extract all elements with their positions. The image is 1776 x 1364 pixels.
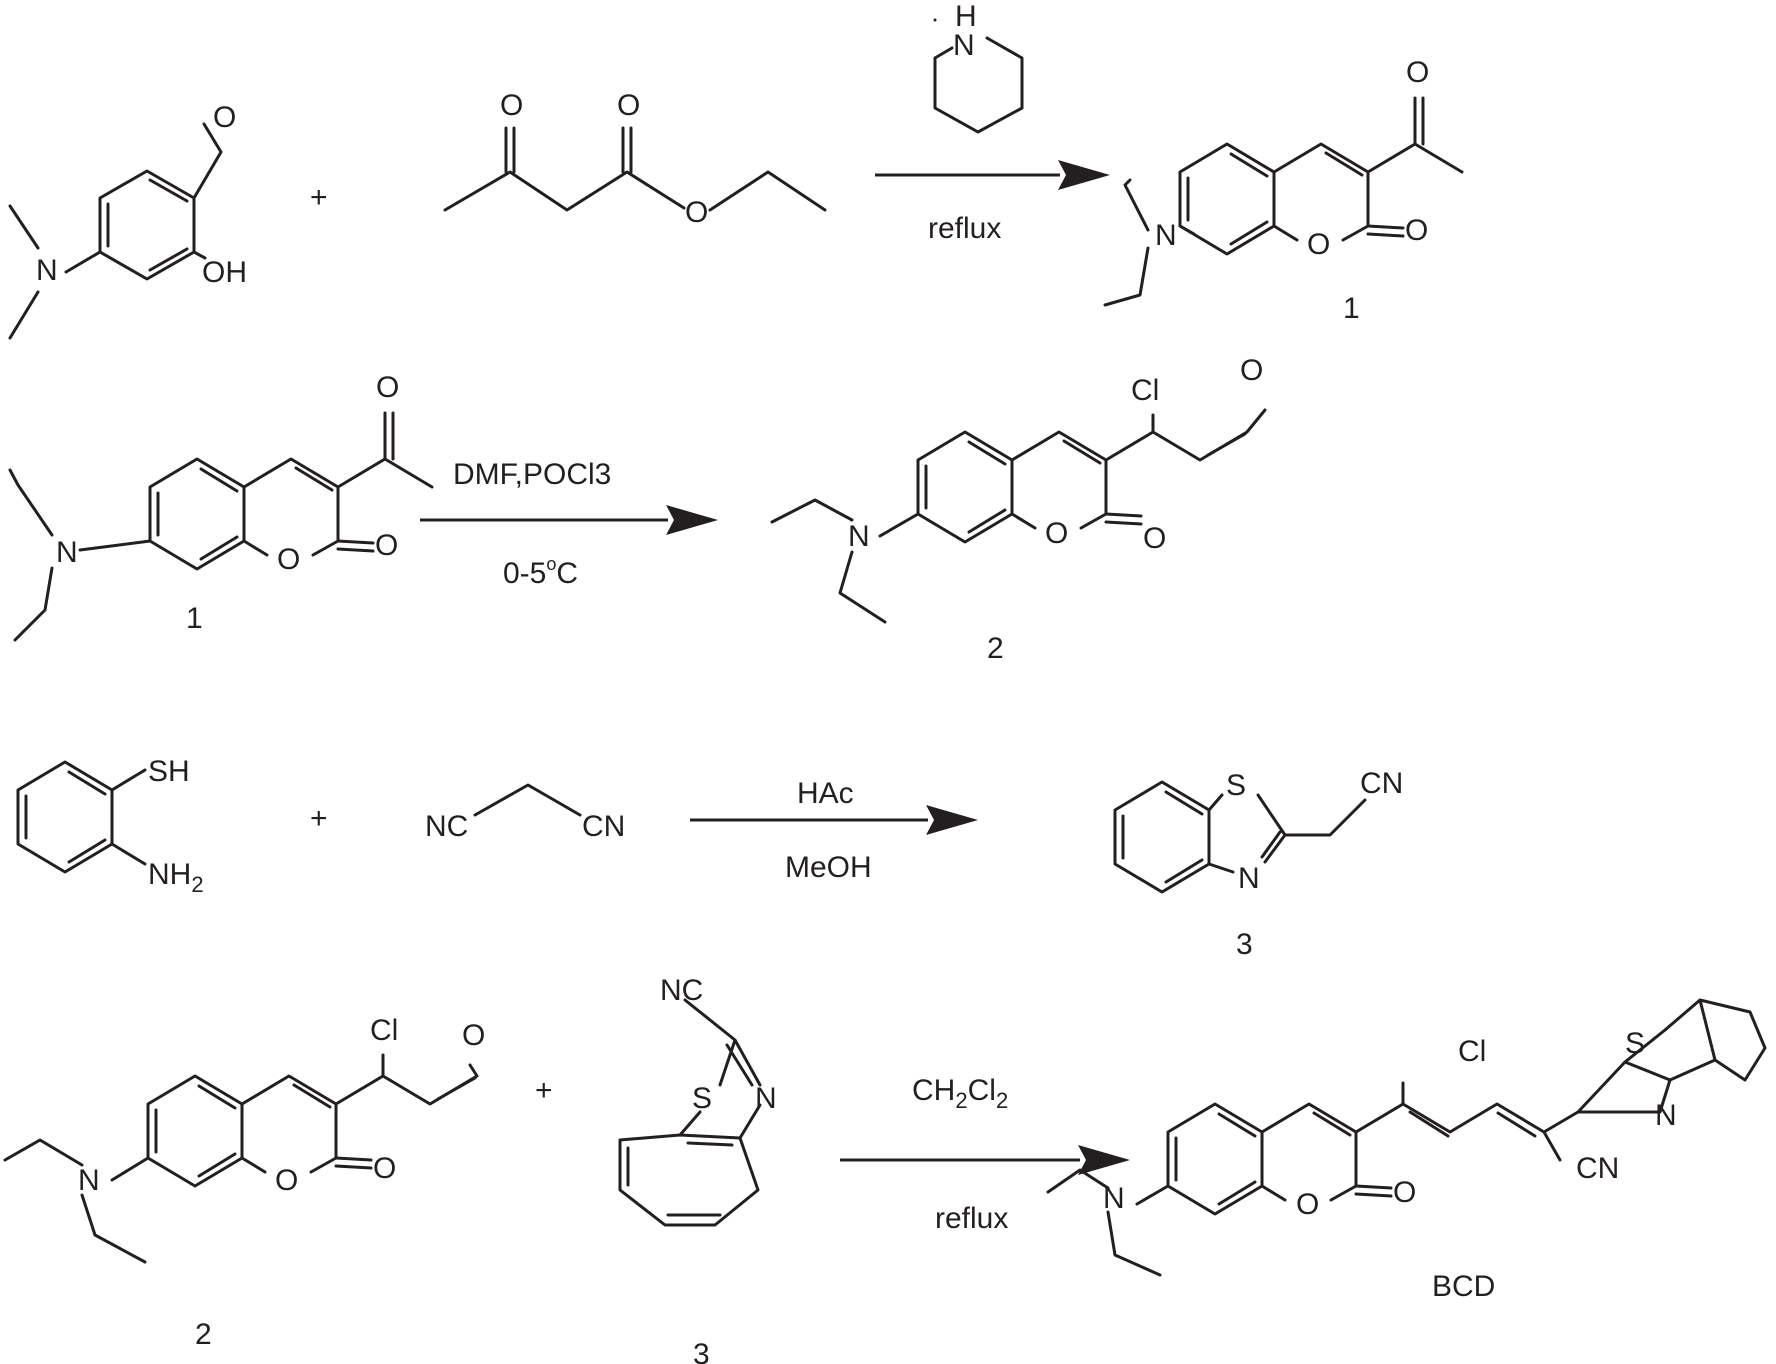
carbonyl-oxygen-label: O — [375, 529, 398, 562]
aldehyde-oxygen-label: O — [462, 1019, 485, 1052]
reflux-condition-row4: reflux — [935, 1202, 1008, 1235]
ring-oxygen-label: O — [277, 543, 300, 576]
aldehyde-oxygen-label: O — [213, 101, 236, 134]
amine-nitrogen-label: N — [848, 520, 870, 553]
ester-oxygen-label: O — [685, 196, 708, 229]
ring-oxygen-label: O — [1296, 1188, 1319, 1221]
methanol-condition: MeOH — [785, 851, 872, 884]
dmf-pocl3-condition: DMF,POCl3 — [453, 458, 611, 491]
row1-reactant2-ethyl-acetoacetate: O O O — [443, 89, 827, 229]
temperature-condition: 0-5oC — [503, 554, 578, 590]
aldehyde-oxygen-label: O — [1240, 354, 1263, 387]
plus-sign-row4: + — [535, 1074, 553, 1107]
row4-reactant2-3: NC S N 3 — [618, 974, 777, 1364]
plus-sign-row3: + — [310, 802, 328, 835]
ester-carbonyl-oxygen-label: O — [617, 89, 640, 122]
row2-arrow: DMF,POCl3 0-5oC — [420, 458, 718, 590]
nitrile-label: NC — [660, 974, 703, 1007]
row3-arrow: HAc MeOH — [690, 777, 978, 884]
thiol-label: SH — [148, 755, 190, 788]
row3-reactant2-malononitrile: NC CN — [425, 783, 625, 843]
row1-arrow: N H reflux — [875, 0, 1110, 245]
compound-name-bcd: BCD — [1432, 1270, 1495, 1303]
thiazole-nitrogen-label: N — [1238, 862, 1260, 895]
carbonyl-oxygen-label: O — [1393, 1176, 1416, 1209]
acetyl-oxygen-label: O — [376, 371, 399, 404]
thiazole-sulfur-label: S — [1226, 769, 1246, 802]
row1-product-1: O N O O 1 — [1103, 56, 1464, 325]
thiazole-sulfur-label: S — [692, 1082, 712, 1115]
piperidine-nitrogen-label: N — [953, 29, 975, 62]
thiazole-nitrogen-label: N — [755, 1082, 777, 1115]
amine-nitrogen-label: N — [1103, 1182, 1125, 1215]
amine-label: NH2 — [148, 858, 204, 897]
carbonyl-oxygen-label: O — [1405, 214, 1428, 247]
ring-oxygen-label: O — [275, 1164, 298, 1197]
ketone-oxygen-label: O — [500, 89, 523, 122]
compound-number-1: 1 — [1343, 292, 1360, 325]
chloro-label: Cl — [1131, 374, 1159, 407]
ring-oxygen-label: O — [1045, 517, 1068, 550]
acetyl-oxygen-label: O — [1406, 56, 1429, 89]
compound-number-2-row4: 2 — [195, 1318, 212, 1351]
row2-reactant-1: O N O O 1 — [8, 371, 434, 642]
dichloromethane-condition: CH2Cl2 — [912, 1074, 1008, 1113]
amine-nitrogen-label: N — [36, 254, 58, 287]
chloro-label: Cl — [1458, 1035, 1486, 1068]
nitrile-label: CN — [1360, 767, 1403, 800]
row2-product-2: Cl O N O O 2 — [770, 354, 1267, 665]
row3-reactant1-aminothiophenol: SH NH2 — [16, 755, 204, 897]
row4-arrow: CH2Cl2 reflux — [840, 1074, 1130, 1235]
compound-number-1-row2: 1 — [186, 602, 203, 635]
plus-sign-row1: + — [310, 181, 328, 214]
thiazole-sulfur-label: S — [1625, 1027, 1645, 1060]
nitrile-label: CN — [1576, 1152, 1619, 1185]
compound-number-3: 3 — [1236, 928, 1253, 961]
row4-product-bcd: Cl S N CN N O O BCD — [1046, 998, 1767, 1303]
amine-nitrogen-label: N — [56, 536, 78, 569]
ring-oxygen-label: O — [1307, 228, 1330, 261]
chloro-label: Cl — [370, 1014, 398, 1047]
carbonyl-oxygen-label: O — [373, 1152, 396, 1185]
compound-number-3-row4: 3 — [693, 1338, 710, 1364]
amine-nitrogen-label: N — [78, 1164, 100, 1197]
thiazole-nitrogen-label: N — [1655, 1099, 1677, 1132]
carbonyl-oxygen-label: O — [1143, 522, 1166, 555]
piperidine-hydrogen-label: H — [955, 0, 977, 33]
row1-reactant1-salicylaldehyde: O N OH — [8, 101, 247, 340]
compound-number-2: 2 — [987, 632, 1004, 665]
nitrile-left-label: NC — [425, 810, 468, 843]
hac-condition: HAc — [797, 777, 854, 810]
reflux-condition-row1: reflux — [928, 212, 1001, 245]
row4-reactant1-2: Cl O N O O 2 — [3, 1014, 485, 1351]
nitrile-right-label: CN — [582, 810, 625, 843]
row3-product-3: S N CN 3 — [1113, 767, 1403, 961]
hydroxyl-label: OH — [202, 256, 247, 289]
amine-nitrogen-label: N — [1155, 219, 1177, 252]
